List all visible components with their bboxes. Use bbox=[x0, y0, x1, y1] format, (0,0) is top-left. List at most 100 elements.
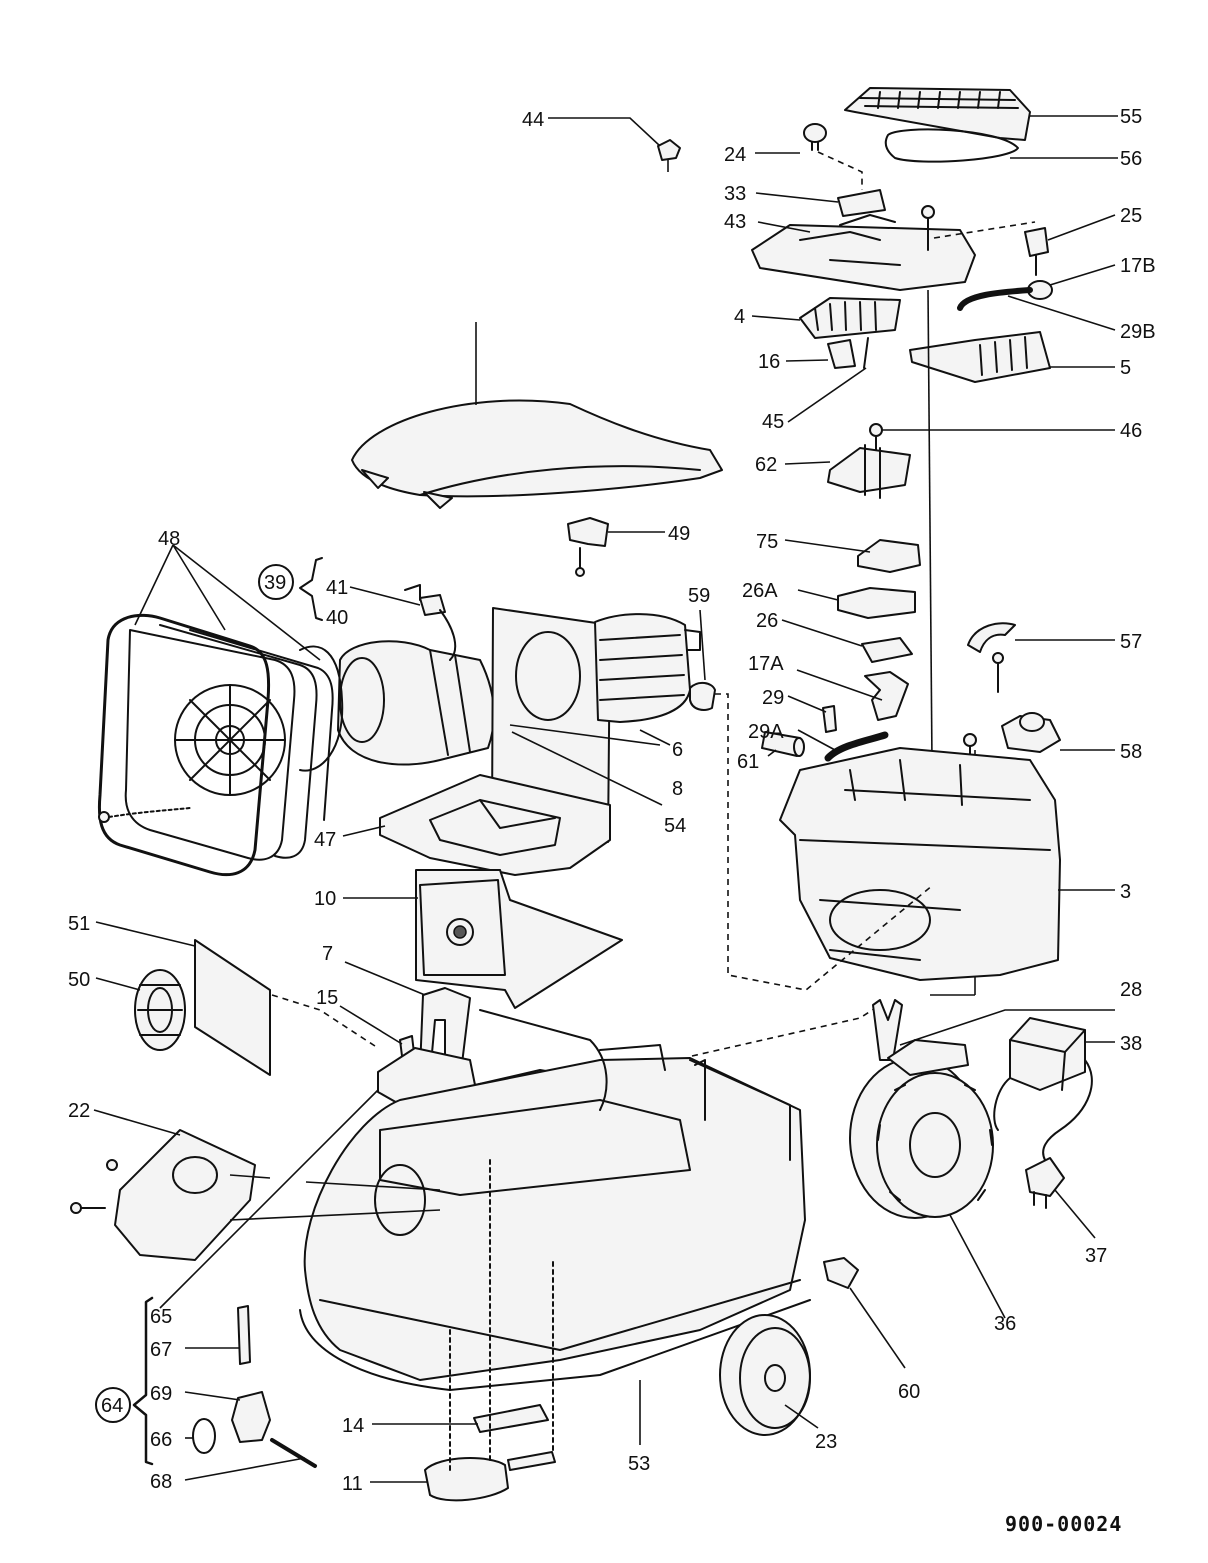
part-45-pin bbox=[863, 337, 869, 369]
drawing-number: 900-00024 bbox=[1005, 1512, 1122, 1536]
callout-50: 50 bbox=[68, 969, 90, 991]
filter-grid bbox=[174, 684, 286, 796]
part-1-main-cover bbox=[351, 399, 723, 509]
part-37-mains-plug bbox=[1025, 1157, 1065, 1209]
part-33-label bbox=[837, 189, 886, 217]
part-36-cable-reel bbox=[849, 1039, 994, 1219]
part-17A-lever bbox=[864, 671, 909, 721]
screw-48 bbox=[98, 807, 191, 823]
callout-4: 4 bbox=[734, 306, 745, 328]
part-29B-tube bbox=[957, 287, 1033, 311]
callout-69: 69 bbox=[150, 1383, 172, 1405]
part-41-connector bbox=[404, 584, 457, 661]
part-25-switch bbox=[1024, 227, 1049, 276]
callout-7: 7 bbox=[322, 943, 333, 965]
callout-26: 26 bbox=[756, 610, 778, 632]
callout-53: 53 bbox=[628, 1453, 650, 1475]
callout-29: 29 bbox=[762, 687, 784, 709]
callout-62: 62 bbox=[755, 454, 777, 476]
screw-57 bbox=[992, 652, 1004, 693]
part-60-latch bbox=[823, 1257, 859, 1289]
part-16-clip bbox=[827, 339, 856, 369]
callout-60: 60 bbox=[898, 1381, 920, 1403]
part-24-button bbox=[803, 123, 827, 151]
callout-10: 10 bbox=[314, 888, 336, 910]
callout-48: 48 bbox=[158, 528, 180, 550]
bracket-39 bbox=[299, 557, 323, 621]
callout-3: 3 bbox=[1120, 881, 1131, 903]
part-51-filter-pad bbox=[194, 939, 271, 1076]
bracket-64 bbox=[132, 1296, 154, 1466]
part-38-plug-socket bbox=[993, 1017, 1093, 1161]
callout-64: 64 bbox=[101, 1395, 123, 1417]
callout-23: 23 bbox=[815, 1431, 837, 1453]
callout-49: 49 bbox=[668, 523, 690, 545]
callout-6: 6 bbox=[672, 739, 683, 761]
callout-28: 28 bbox=[1120, 979, 1142, 1001]
part-58-pressure-switch bbox=[1001, 712, 1061, 753]
part-6-motor-housing bbox=[594, 613, 701, 723]
callout-51: 51 bbox=[68, 913, 90, 935]
part-22-side-bracket bbox=[70, 1129, 256, 1261]
part-49-clip bbox=[567, 517, 609, 577]
part-68-pin bbox=[270, 1438, 317, 1468]
part-28-hook bbox=[872, 999, 903, 1061]
callout-58: 58 bbox=[1120, 741, 1142, 763]
callout-57: 57 bbox=[1120, 631, 1142, 653]
callout-11: 11 bbox=[342, 1473, 363, 1495]
part-66-ring bbox=[192, 1418, 216, 1454]
callout-43: 43 bbox=[724, 211, 746, 233]
part-23-wheel bbox=[719, 1314, 811, 1436]
part-26-plate bbox=[861, 637, 913, 663]
part-8-gasket-plate bbox=[491, 607, 611, 843]
callout-26A: 26A bbox=[742, 580, 778, 602]
callout-33: 33 bbox=[724, 183, 746, 205]
callout-29B: 29B bbox=[1120, 321, 1156, 343]
callout-56: 56 bbox=[1120, 148, 1142, 170]
callout-8: 8 bbox=[672, 778, 683, 800]
callout-5: 5 bbox=[1120, 357, 1131, 379]
callout-65: 65 bbox=[150, 1306, 172, 1328]
callout-75: 75 bbox=[756, 531, 778, 553]
part-26A-plate bbox=[837, 587, 916, 619]
callout-45: 45 bbox=[762, 411, 784, 433]
callout-37: 37 bbox=[1085, 1245, 1107, 1267]
part-69-switch bbox=[231, 1391, 271, 1443]
callout-47: 47 bbox=[314, 829, 336, 851]
callout-68: 68 bbox=[150, 1471, 172, 1493]
callout-29A: 29A bbox=[748, 721, 784, 743]
part-29A-tube bbox=[824, 731, 889, 762]
callout-64-circle bbox=[95, 1387, 131, 1423]
callout-44: 44 bbox=[522, 109, 544, 131]
callout-17A: 17A bbox=[748, 653, 784, 675]
callout-36: 36 bbox=[994, 1313, 1016, 1335]
part-59-bushing bbox=[689, 682, 716, 711]
part-47-dust-lid bbox=[379, 774, 611, 876]
callout-54: 54 bbox=[664, 815, 686, 837]
callout-25: 25 bbox=[1120, 205, 1142, 227]
callout-55: 55 bbox=[1120, 106, 1142, 128]
callout-40: 40 bbox=[326, 607, 348, 629]
callout-14: 14 bbox=[342, 1415, 364, 1437]
part-4-left-grille bbox=[799, 297, 901, 339]
callout-66: 66 bbox=[150, 1429, 172, 1451]
part-29-clip bbox=[822, 705, 837, 733]
part-5-right-grille bbox=[909, 331, 1051, 383]
callout-46: 46 bbox=[1120, 420, 1142, 442]
callout-16: 16 bbox=[758, 351, 780, 373]
callout-15: 15 bbox=[316, 987, 338, 1009]
part-10-dust-bag bbox=[415, 869, 623, 1009]
callout-59: 59 bbox=[688, 585, 710, 607]
part-11-foot bbox=[424, 1159, 554, 1502]
part-75-switch bbox=[857, 539, 921, 573]
callout-39-circle bbox=[258, 564, 294, 600]
callout-38: 38 bbox=[1120, 1033, 1142, 1055]
callout-17B: 17B bbox=[1120, 255, 1156, 277]
part-62-bracket bbox=[827, 444, 911, 499]
part-55-top-grille bbox=[844, 87, 1031, 141]
part-61-cylinder bbox=[761, 731, 805, 757]
callout-67: 67 bbox=[150, 1339, 172, 1361]
screw-43 bbox=[921, 205, 935, 251]
part-43-upper-housing bbox=[751, 214, 976, 291]
